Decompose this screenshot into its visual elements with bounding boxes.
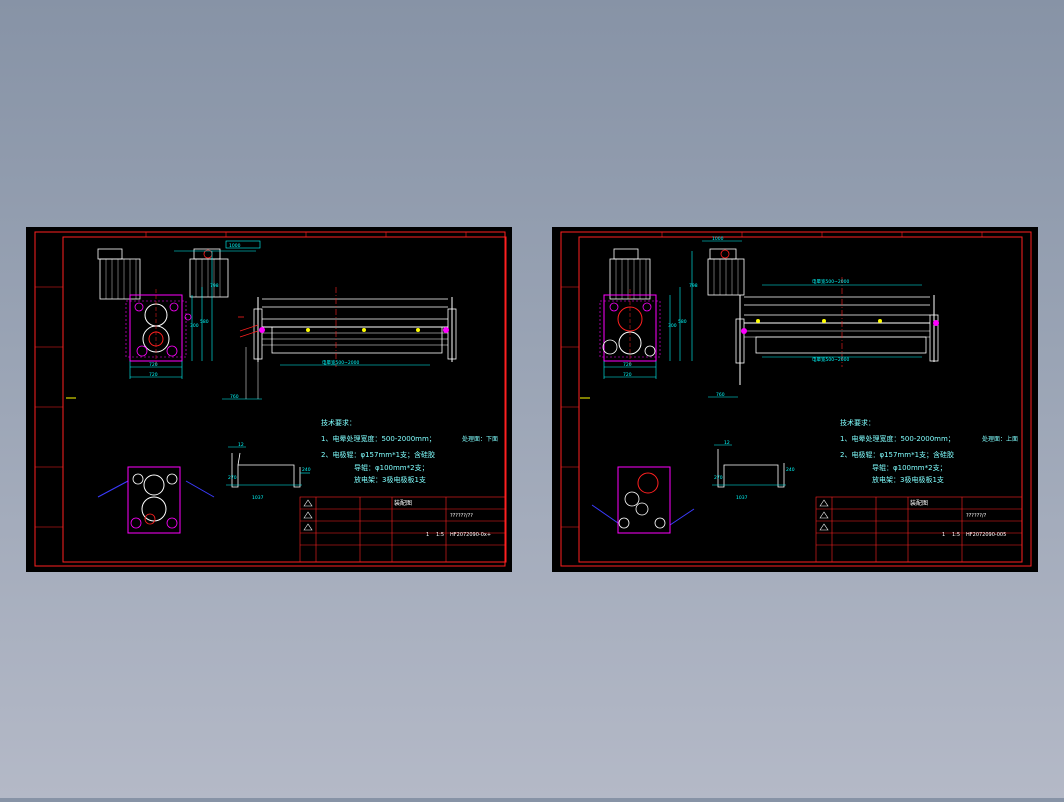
notes-line3: 导辊：φ100mm*2支； (872, 463, 947, 472)
title-block-count: 1 (426, 532, 429, 538)
title-block-code: ??????/? (966, 513, 987, 519)
title-block-scale: 1:5 (952, 532, 960, 538)
bracket-dim-right: 240 (786, 467, 795, 473)
front-width-label-top: 电晕宽500~2000 (812, 278, 849, 285)
sheet-left[interactable]: 720 720 300 580 798 1000 (26, 227, 512, 572)
title-block-drawing-no: HF2072090-0x+ (450, 532, 491, 538)
zone-ticks (561, 232, 983, 528)
side-dim-bottom-1: 720 (623, 362, 632, 368)
motor-left (97, 248, 141, 300)
bracket-detail (712, 444, 786, 488)
front-width-label: 电晕宽500~2000 (322, 359, 359, 366)
bracket-detail (226, 446, 310, 488)
side-dim-v1: 300 (190, 323, 199, 329)
title-block-name: 装配图 (910, 499, 928, 507)
sheet-background (26, 227, 512, 572)
notes-line1-side: 处理面：下面 (462, 435, 498, 443)
title-block (815, 496, 1023, 563)
side-dim-v2: 580 (678, 319, 687, 325)
front-width-label-bottom: 电晕宽500~2000 (812, 356, 849, 363)
side-view-frame (125, 289, 192, 367)
bracket-dim-bottom: 1037 (252, 495, 264, 501)
notes-line3: 导辊：φ100mm*2支； (354, 463, 429, 472)
front-dim-base: 760 (230, 394, 239, 400)
section-view (97, 466, 215, 534)
notes-title: 技术要求： (321, 418, 356, 427)
notes-line1-side: 处理面：上面 (982, 435, 1018, 443)
sheet-right[interactable]: 720 720 300 580 798 1000 电晕宽500~2000 (552, 227, 1038, 572)
side-dim-v3: 798 (210, 283, 219, 289)
bracket-dim-right: 240 (302, 467, 311, 473)
title-block-name: 装配图 (394, 499, 412, 507)
side-dim-v1: 300 (668, 323, 677, 329)
notes-line2: 2、电极辊：φ157mm*1支；含硅胶 (840, 450, 954, 459)
title-block-drawing-no: HF2072090-005 (966, 532, 1006, 538)
title-block (299, 496, 507, 563)
side-dim-bottom-1: 720 (149, 362, 158, 368)
side-dim-bottom-2: 720 (623, 372, 632, 378)
side-view-frame (599, 289, 661, 367)
title-block-count: 1 (942, 532, 945, 538)
front-view: 1000 电晕宽500~2000 电晕宽500~2000 760 (708, 236, 939, 398)
zone-ticks (35, 232, 467, 528)
side-dim-bottom-2: 720 (149, 372, 158, 378)
notes-line1: 1、电晕处理宽度：500-2000mm； (840, 434, 955, 443)
front-dim-base: 760 (716, 392, 725, 398)
notes-line1: 1、电晕处理宽度：500-2000mm； (321, 434, 436, 443)
outer-frame (34, 231, 506, 567)
bracket-dim-top: 12 (238, 442, 244, 448)
side-dims (603, 240, 742, 379)
notes-line4: 放电架：3极电极板1支 (872, 475, 944, 484)
bracket-dim-bottom: 1037 (736, 495, 748, 501)
section-view (591, 466, 695, 534)
bracket-dim-left: 270 (228, 475, 237, 481)
title-block-scale: 1:5 (436, 532, 444, 538)
side-dim-v2: 580 (200, 319, 209, 325)
notes-line4: 放电架：3极电极板1支 (354, 475, 426, 484)
front-dim-top: 1000 (229, 243, 241, 249)
bracket-dim-left: 270 (714, 475, 723, 481)
front-dim-top: 1000 (712, 236, 724, 242)
notes-title: 技术要求： (840, 418, 875, 427)
front-view: 1000 电晕宽500~2000 760 (222, 240, 457, 400)
title-block-code: ??????/?? (450, 513, 473, 519)
bracket-dim-top: 12 (724, 440, 730, 446)
side-dim-v3: 798 (689, 283, 698, 289)
outer-frame (560, 231, 1032, 567)
motor-right (189, 248, 229, 298)
motor-right (707, 248, 745, 296)
side-dims (129, 250, 256, 379)
notes-line2: 2、电极辊：φ157mm*1支；含硅胶 (321, 450, 435, 459)
sheet-background (552, 227, 1038, 572)
inner-frame (578, 236, 1023, 563)
inner-frame (62, 236, 507, 563)
